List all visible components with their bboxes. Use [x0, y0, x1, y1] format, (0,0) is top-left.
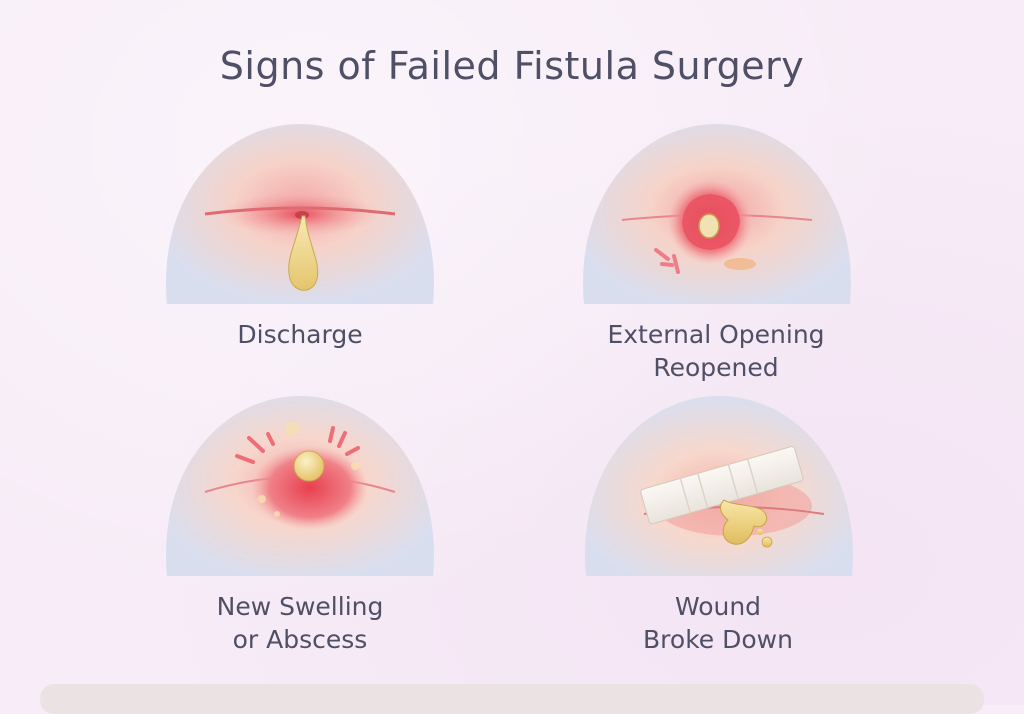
- discharge-drop-icon: [166, 124, 434, 304]
- caption-line: or Abscess: [232, 625, 368, 654]
- caption-wound: Wound Broke Down: [538, 590, 898, 656]
- panel-swelling: [165, 396, 435, 576]
- caption-line: Reopened: [653, 353, 779, 382]
- swelling-abscess-icon: [166, 396, 434, 576]
- caption-line: Broke Down: [643, 625, 793, 654]
- caption-line: External Opening: [607, 320, 825, 349]
- caption-line: Discharge: [237, 320, 363, 349]
- caption-line: Wound: [674, 592, 762, 621]
- panel-discharge: [165, 124, 435, 304]
- caption-external-opening: External Opening Reopened: [536, 318, 896, 384]
- footer-bar: [40, 684, 984, 714]
- bandage-wound-icon: [585, 396, 853, 576]
- caption-line: New Swelling: [216, 592, 384, 621]
- panel-external-opening: [582, 124, 852, 304]
- caption-discharge: Discharge: [120, 318, 480, 351]
- caption-swelling: New Swelling or Abscess: [120, 590, 480, 656]
- page-title: Signs of Failed Fistula Surgery: [219, 44, 805, 88]
- panel-wound: [584, 396, 854, 576]
- reopened-opening-icon: [583, 124, 851, 304]
